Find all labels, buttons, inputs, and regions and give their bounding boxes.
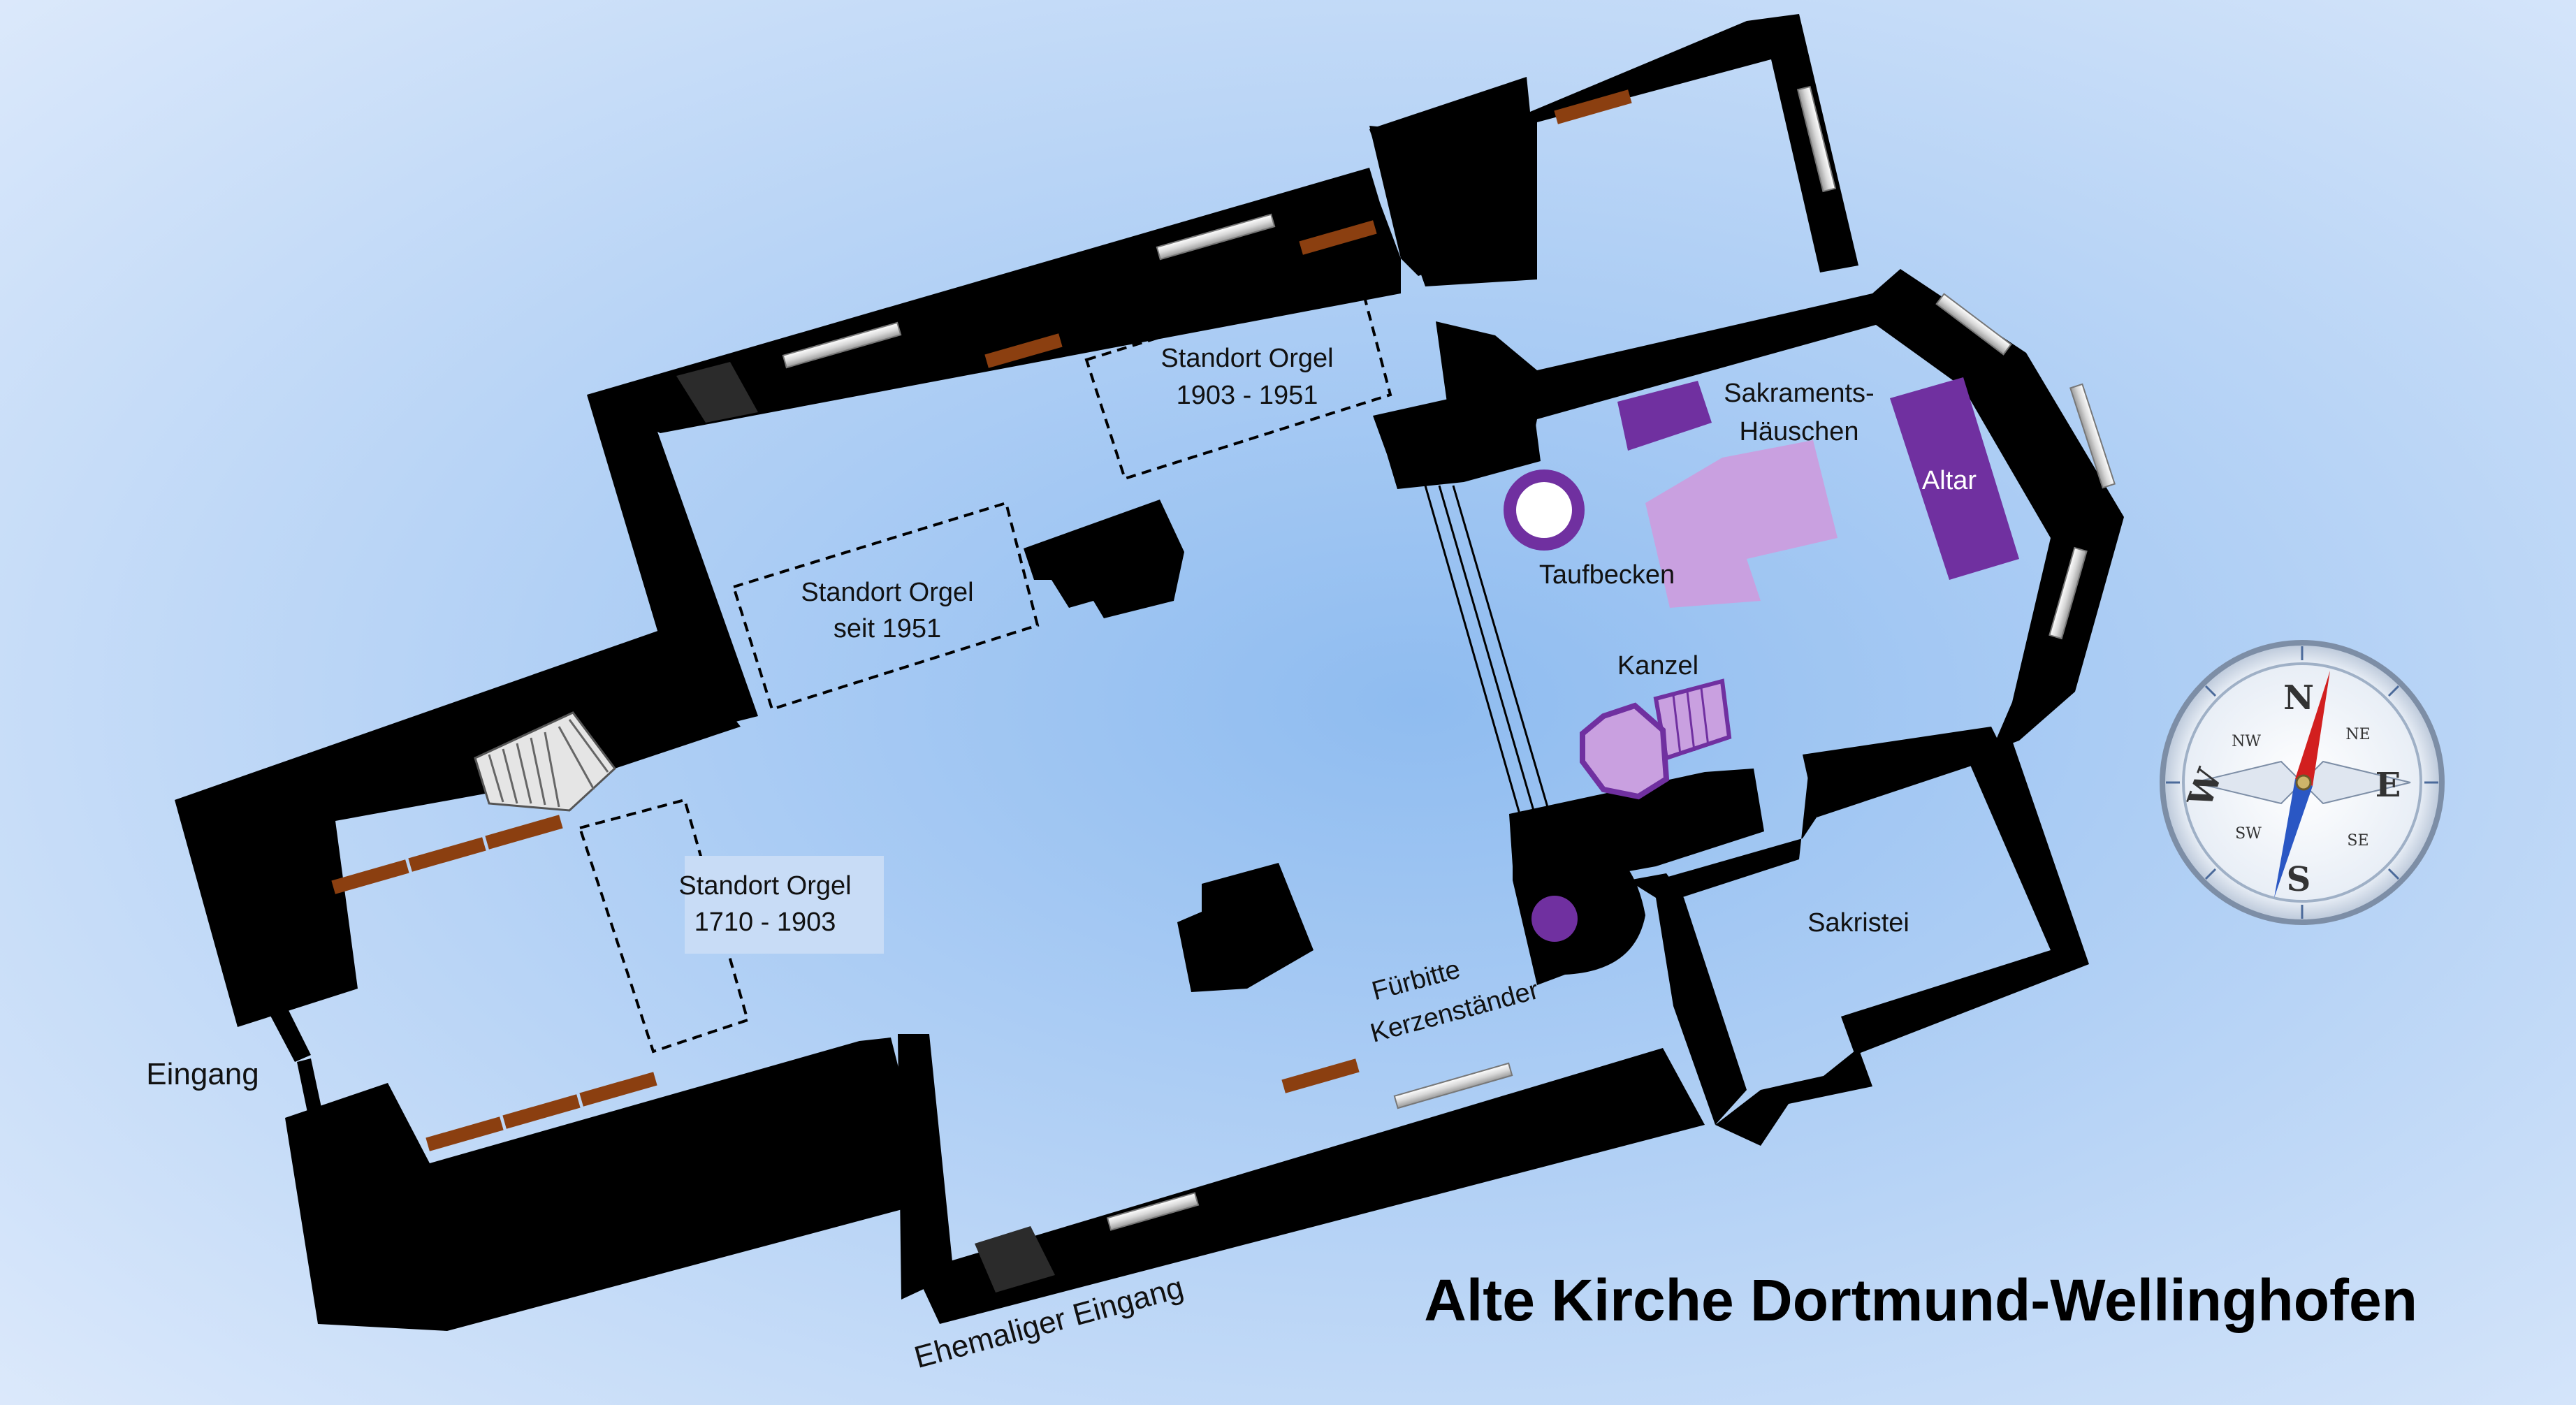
compass-label-ne: NE xyxy=(2345,726,2370,743)
chancel-arch-north xyxy=(1373,381,1541,489)
compass-label-s: S xyxy=(2287,860,2311,899)
pews xyxy=(331,89,1632,1151)
pulpit-label: Kanzel xyxy=(1617,651,1698,680)
organ-block-1951 xyxy=(1024,500,1184,618)
window xyxy=(1935,293,2012,356)
altar xyxy=(1890,377,2019,580)
organ-1903-label-line1: Standort Orgel xyxy=(1160,344,1333,373)
compass-label-e: E xyxy=(2375,766,2401,805)
sacrament-house-label-line1: Sakraments- xyxy=(1724,379,1874,408)
altar-table xyxy=(1722,440,1838,559)
compass-needle-south xyxy=(2274,779,2313,898)
window xyxy=(1156,213,1276,261)
entrance-jamb-north xyxy=(269,1006,311,1062)
sacristy-label: Sakristei xyxy=(1807,908,1909,938)
entrance-label: Eingang xyxy=(146,1057,259,1091)
compass-ticks xyxy=(2166,646,2438,919)
organ-1710-label-line2: 1710 - 1903 xyxy=(694,908,836,937)
pew xyxy=(1299,220,1377,255)
nave-wall-south-east xyxy=(915,1048,1705,1324)
pew xyxy=(1281,1058,1360,1093)
organ-site-1903-outline xyxy=(1084,274,1392,481)
organ-site-1710-outline xyxy=(578,798,750,1054)
altar-platform xyxy=(1645,458,1761,608)
compass-label-sw: SW xyxy=(2235,825,2262,843)
organ-1951-label-line1: Standort Orgel xyxy=(801,578,973,607)
candle-niche-wall xyxy=(1513,845,1645,985)
pew xyxy=(425,1116,504,1151)
window xyxy=(1106,1192,1200,1231)
altar-label: Altar xyxy=(1922,466,1977,495)
window xyxy=(782,321,902,369)
font-base-block xyxy=(1177,863,1314,992)
nave-wall-west xyxy=(587,395,758,734)
baptismal-font-label: Taufbecken xyxy=(1539,560,1675,590)
compass-label-nw: NW xyxy=(2232,733,2261,750)
pew xyxy=(485,815,563,850)
organ-1903-label-line2: 1903 - 1951 xyxy=(1177,381,1318,410)
pillar-north xyxy=(1369,126,1446,276)
window xyxy=(2049,546,2088,640)
tower-stairs xyxy=(474,711,617,812)
pew xyxy=(579,1072,657,1107)
sacristy-wall-west xyxy=(1628,873,1747,1125)
sacristy-wall-north xyxy=(1656,762,1817,901)
entrance-jamb-south xyxy=(297,1058,321,1112)
pew xyxy=(331,859,409,894)
doorway-north xyxy=(676,362,758,423)
choir-wall-north xyxy=(1436,269,2124,751)
church-walls xyxy=(175,14,2124,1331)
map-title: Alte Kirche Dortmund-Wellinghofen xyxy=(1424,1267,2417,1333)
compass-rose: N S E W NE NW SE SW xyxy=(2160,640,2445,925)
compass-label-se: SE xyxy=(2347,832,2368,850)
pulpit xyxy=(1580,678,1732,800)
chancel-steps xyxy=(1424,485,1549,815)
choir-wall-south xyxy=(1803,727,2005,817)
tower-wall-south xyxy=(285,1038,950,1331)
pew xyxy=(408,837,486,872)
window xyxy=(1796,85,1837,193)
tower-wall-north xyxy=(175,629,741,1027)
candle-stand xyxy=(1531,896,1578,942)
sacristy-wall-east xyxy=(1841,741,2089,1055)
pew xyxy=(1554,89,1632,124)
nave-wall-south xyxy=(898,1034,954,1300)
doorway-south xyxy=(975,1226,1055,1293)
compass-label-n: N xyxy=(2283,678,2314,718)
organ-1951-label-line2: seit 1951 xyxy=(834,614,941,643)
windows xyxy=(782,85,2116,1231)
compass-needle-north xyxy=(2295,671,2330,786)
baptismal-font-basin xyxy=(1516,482,1572,538)
pew xyxy=(984,333,1063,368)
sacristy-wall-south xyxy=(1715,1048,1872,1146)
window xyxy=(1393,1062,1513,1109)
north-tower-walls xyxy=(1369,14,1858,286)
sacrament-house-label-line2: Häuschen xyxy=(1739,417,1858,446)
organ-site-1951-outline xyxy=(732,501,1040,711)
pew xyxy=(502,1094,581,1129)
window xyxy=(2069,383,2116,489)
sacrament-house xyxy=(1617,381,1712,451)
organ-1710-label-bg xyxy=(685,856,884,954)
organ-1710-label-line1: Standort Orgel xyxy=(678,871,851,901)
